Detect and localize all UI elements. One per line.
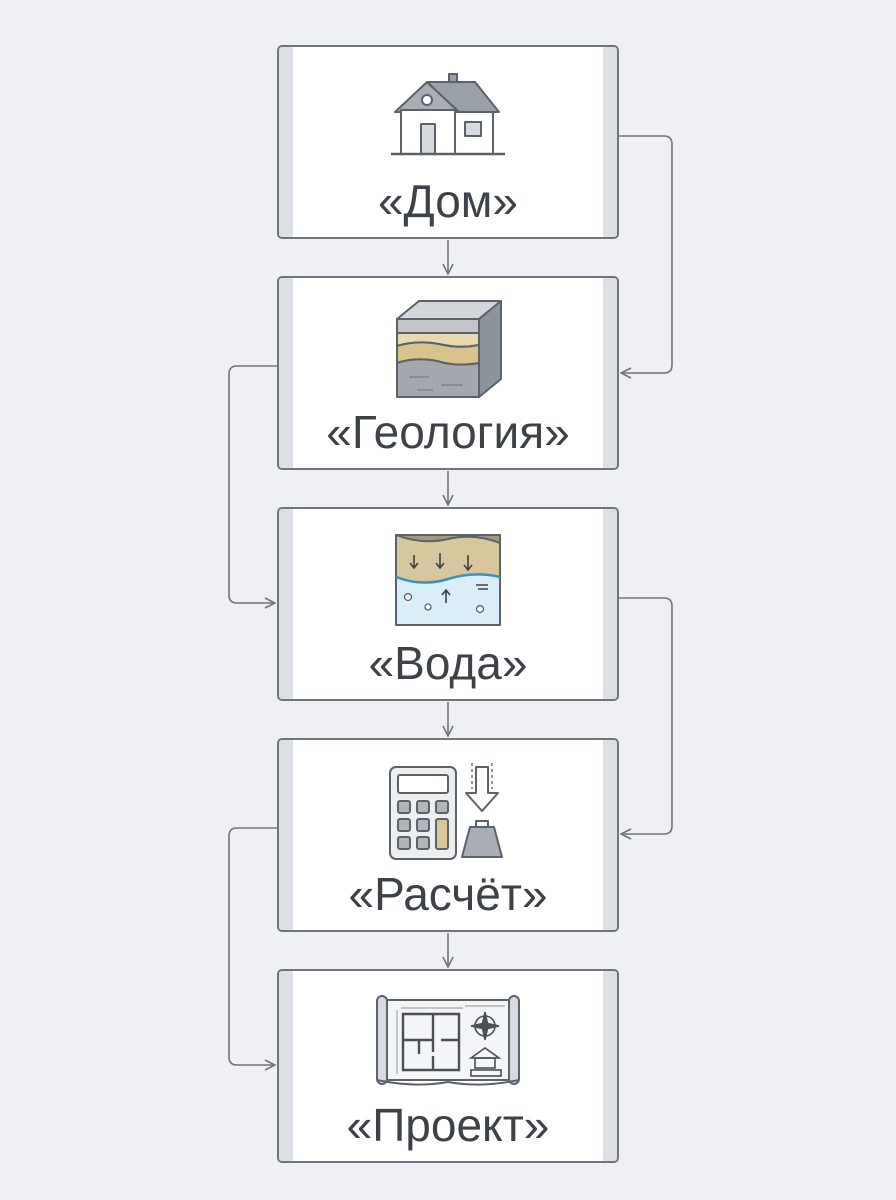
bypass-1-2 [619,135,673,373]
bypass-3-4 [619,597,673,834]
bypass-4-5 [228,827,277,1065]
groundwater-icon [368,525,528,635]
step-label-dom: «Дом» [377,175,519,227]
step-label-geologiya: «Геология» [326,406,570,458]
soil-layers-icon [368,294,528,404]
bypass-2-3 [228,365,277,603]
step-box-proekt: «Проект» [277,969,619,1163]
house-icon [368,63,528,173]
step-box-dom: «Дом» [277,45,619,239]
blueprint-icon [368,987,528,1097]
step-label-raschet: «Расчёт» [348,868,548,920]
calculator-load-icon [368,756,528,866]
step-box-geologiya: «Геология» [277,276,619,470]
step-label-voda: «Вода» [368,637,528,689]
step-box-raschet: «Расчёт» [277,738,619,932]
step-label-proekt: «Проект» [346,1099,550,1151]
step-box-voda: «Вода» [277,507,619,701]
